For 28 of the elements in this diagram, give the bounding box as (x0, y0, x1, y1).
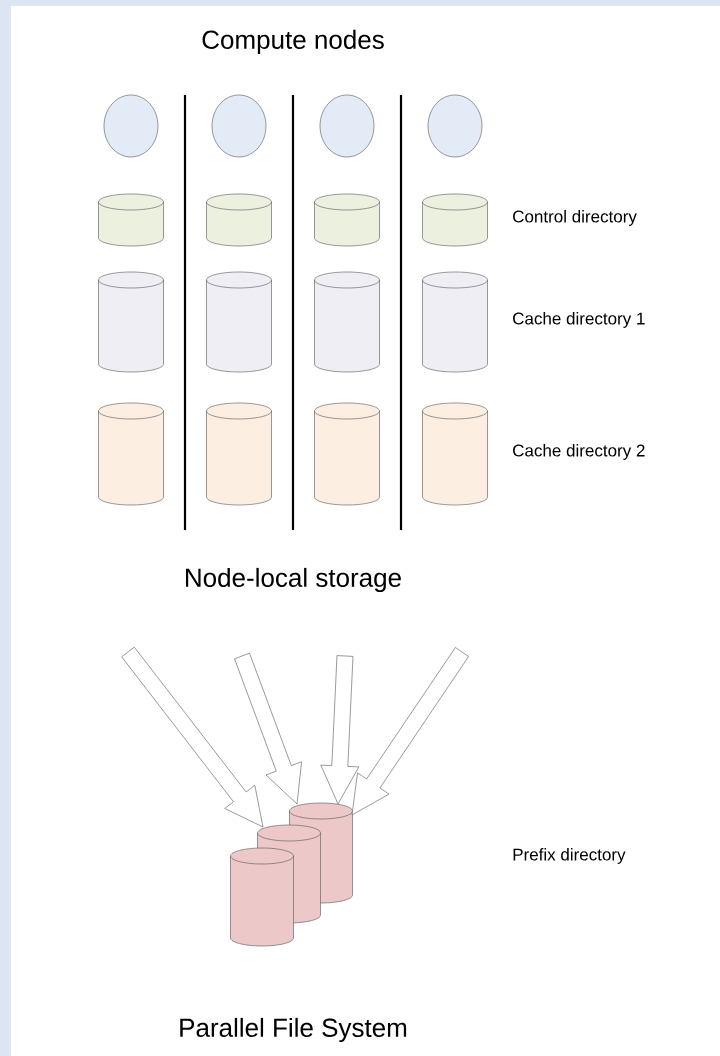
compute-node-circle (319, 94, 375, 158)
heading: Node-local storage (186, 567, 401, 593)
block-arrow (121, 646, 264, 828)
row-label: Prefix directory (513, 848, 626, 864)
heading: Parallel File System (180, 1017, 407, 1043)
control-directory-cylinder (206, 193, 272, 247)
control-directory-cylinder (98, 193, 164, 247)
block-arrow (351, 647, 469, 816)
control-directory-cylinder (314, 193, 380, 247)
cache-directory-cylinder (422, 402, 488, 506)
compute-node-circle (427, 94, 483, 158)
cache-directory-cylinder (422, 271, 488, 373)
file-system-cylinder (230, 847, 294, 947)
cache-directory-cylinder (206, 271, 272, 373)
cache-directory-cylinder (314, 271, 380, 373)
cache-directory-cylinder (206, 402, 272, 506)
cache-directory-cylinder (98, 271, 164, 373)
row-label: Control directory (513, 210, 637, 226)
compute-node-circle (103, 94, 159, 158)
cache-directory-cylinder (98, 402, 164, 506)
row-label: Cache directory 2 (513, 444, 645, 460)
heading: Compute nodes (202, 29, 384, 55)
row-label: Cache directory 1 (513, 312, 645, 328)
block-arrow (234, 652, 302, 805)
block-arrow (320, 655, 360, 805)
cache-directory-cylinder (314, 402, 380, 506)
control-directory-cylinder (422, 193, 488, 247)
compute-node-circle (211, 94, 267, 158)
